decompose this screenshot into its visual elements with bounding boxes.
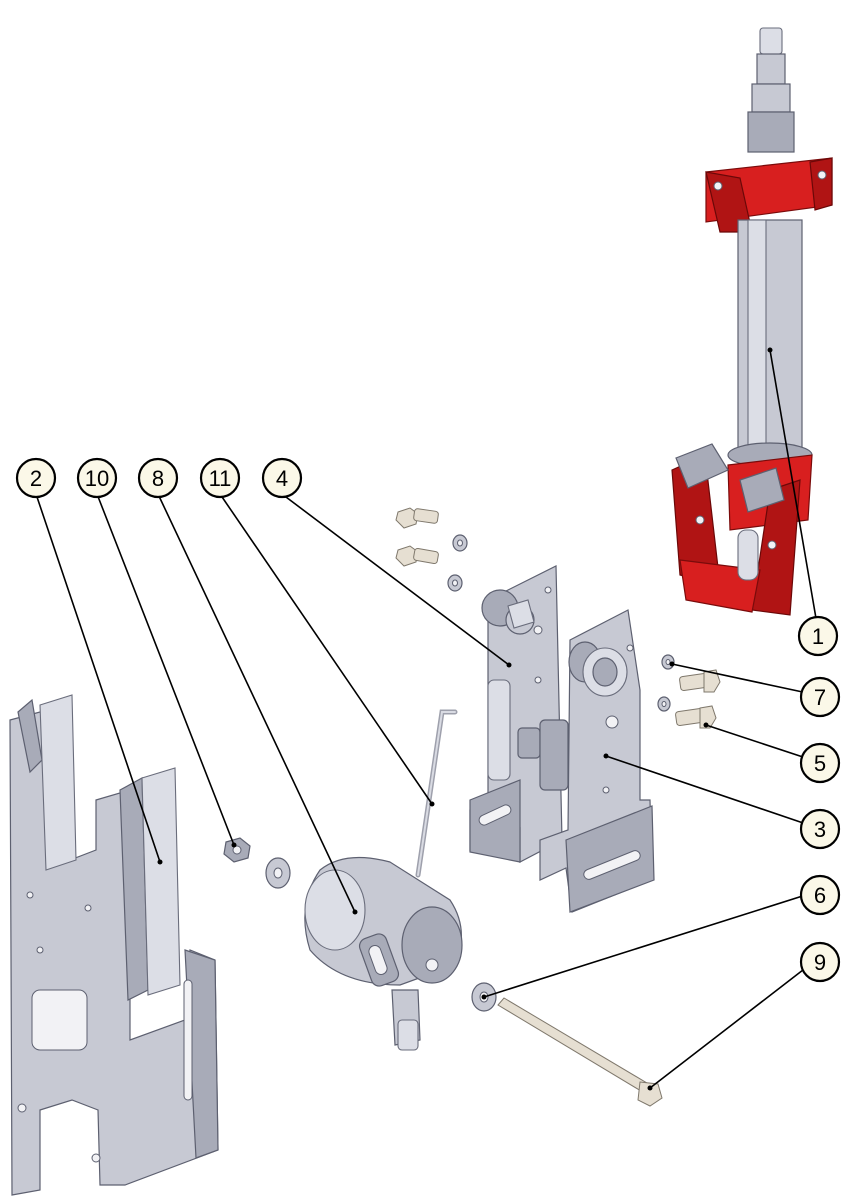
callout-6: 6 — [799, 874, 841, 916]
callout-3: 3 — [799, 808, 841, 850]
callout-label: 1 — [812, 624, 824, 649]
callout-2: 2 — [15, 457, 57, 499]
callout-1: 1 — [797, 615, 839, 657]
part-10-nut — [223, 837, 251, 863]
callout-11: 11 — [199, 457, 241, 499]
callout-5: 5 — [799, 742, 841, 784]
part-8-motor — [304, 856, 463, 1051]
part-11-rod — [415, 709, 458, 878]
callout-9: 9 — [799, 941, 841, 983]
callout-10: 10 — [76, 457, 118, 499]
callout-8: 8 — [137, 457, 179, 499]
callout-label: 9 — [814, 950, 826, 975]
callout-label: 7 — [814, 685, 826, 710]
bolts-upper — [395, 507, 468, 592]
callout-label: 5 — [814, 751, 826, 776]
callout-label: 4 — [276, 466, 288, 491]
washer-left — [265, 857, 291, 889]
callout-label: 2 — [30, 466, 42, 491]
callout-label: 8 — [152, 466, 164, 491]
callout-label: 6 — [814, 883, 826, 908]
leader-lines — [35, 347, 819, 1091]
part-4-plate — [469, 565, 563, 863]
callout-label: 11 — [209, 466, 232, 491]
bolts-right — [657, 654, 721, 729]
part-3-plate — [539, 609, 655, 913]
part-1-column-assembly — [671, 27, 833, 616]
callout-label: 10 — [85, 466, 109, 491]
part-9-long-bolt — [497, 997, 663, 1107]
part-2-mounting-bracket — [9, 694, 219, 1196]
callout-4: 4 — [261, 457, 303, 499]
callout-7: 7 — [799, 676, 841, 718]
callout-label: 3 — [814, 817, 826, 842]
